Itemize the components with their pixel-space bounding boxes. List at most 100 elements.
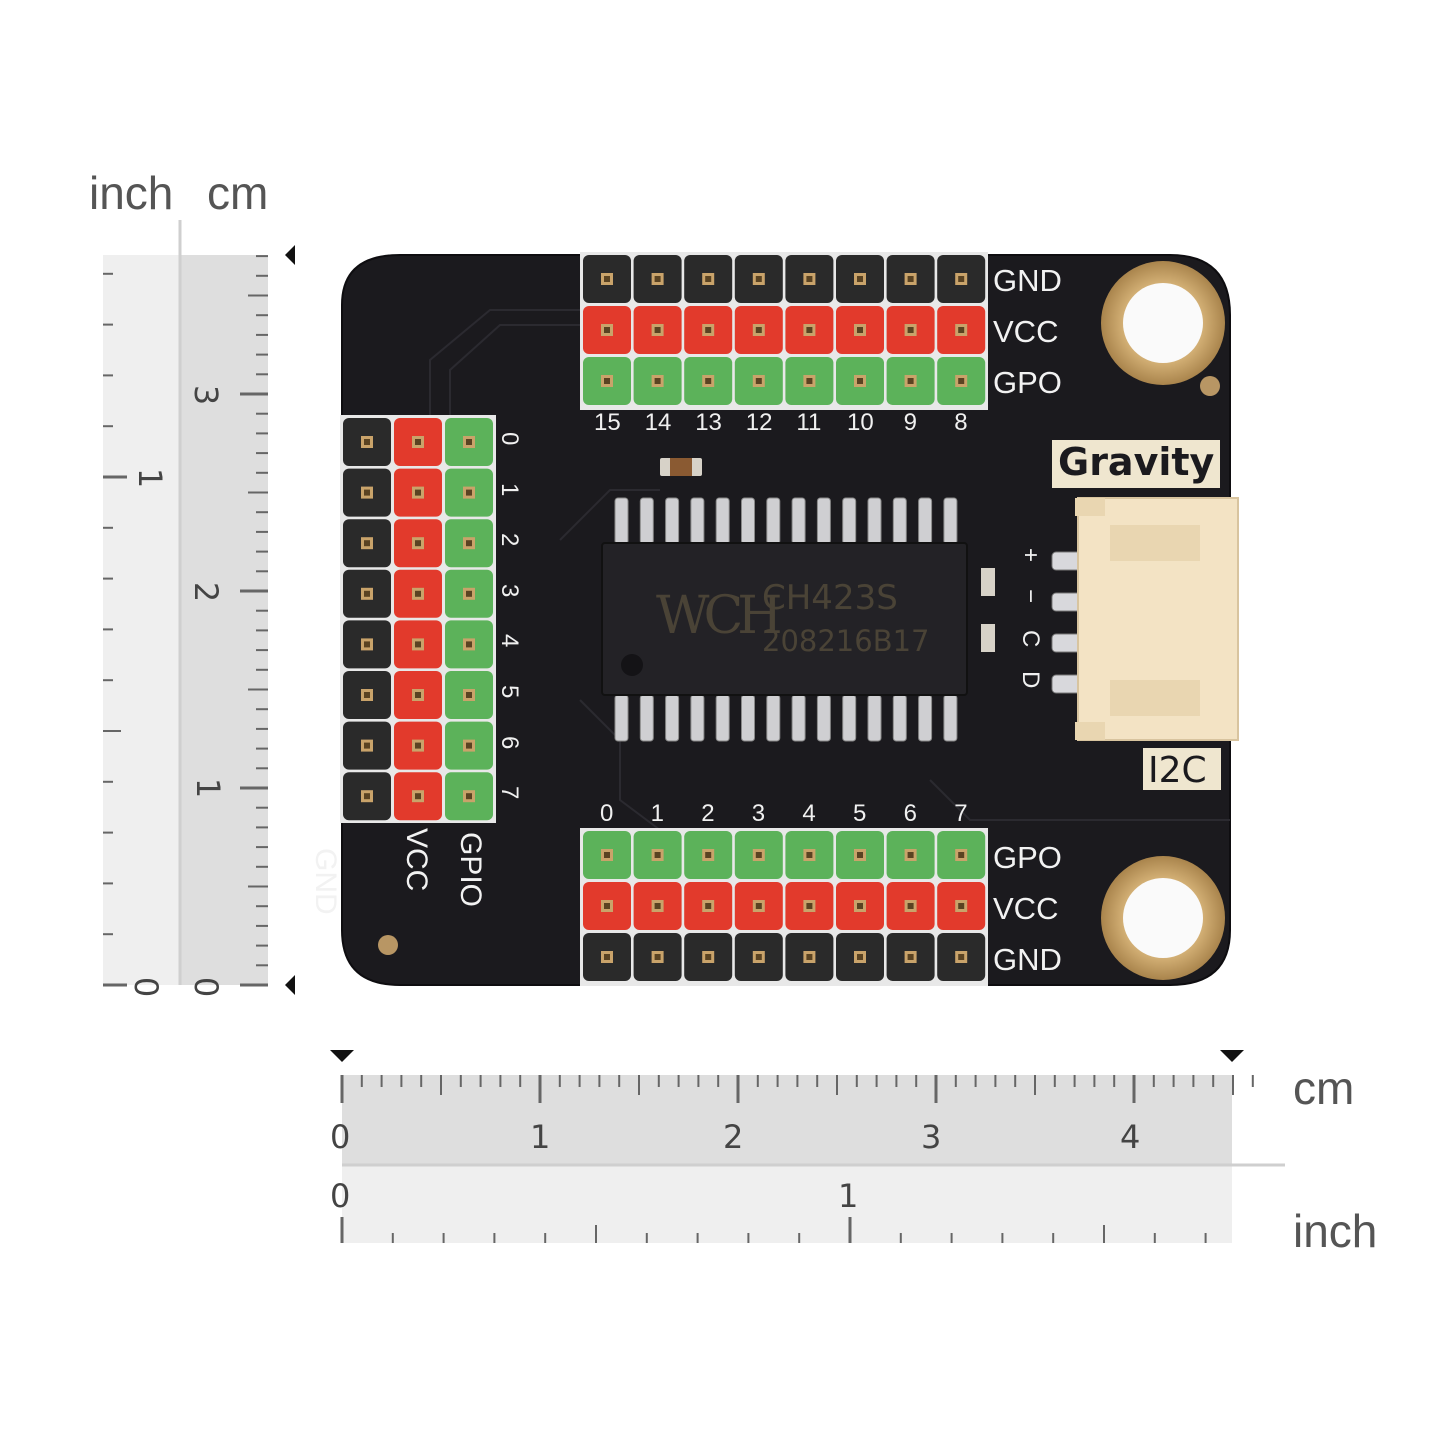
bottom-pin[interactable] [684, 882, 733, 930]
bottom-pin[interactable] [633, 831, 682, 879]
bottom-pin-number-1: 1 [650, 800, 664, 827]
bottom-pin[interactable] [937, 882, 986, 930]
top-pin[interactable] [734, 306, 783, 354]
left-pin-header[interactable] [340, 415, 496, 823]
left-pin[interactable] [394, 519, 442, 568]
top-pin[interactable] [886, 357, 935, 405]
top-pin[interactable] [684, 306, 733, 354]
i2c-connector[interactable] [1075, 497, 1239, 741]
bottom-pin[interactable] [684, 831, 733, 879]
bottom-pin[interactable] [886, 882, 935, 930]
left-pin-number-7: 7 [496, 786, 523, 800]
bottom-pin[interactable] [583, 933, 631, 981]
i2c-label: I2C [1148, 750, 1207, 791]
bottom-pin[interactable] [836, 933, 884, 981]
left-pin[interactable] [343, 468, 391, 517]
left-pin[interactable] [445, 671, 493, 719]
top-pin[interactable] [684, 255, 733, 303]
left-pin[interactable] [394, 468, 442, 517]
fiducial-bottom [378, 935, 398, 955]
horizontal-ruler-ticks [340, 1075, 1254, 1243]
top-pin[interactable] [633, 306, 682, 354]
connector-pin-label-+: + [1017, 548, 1044, 563]
left-pin-number-6: 6 [496, 735, 523, 749]
vertical-cm-tick-0: 0 [187, 976, 226, 998]
bottom-pin[interactable] [836, 882, 884, 930]
left-pin[interactable] [445, 772, 493, 821]
top-pin[interactable] [785, 306, 834, 354]
left-pin[interactable] [343, 519, 391, 568]
bottom-pin[interactable] [886, 933, 935, 981]
top-row-label-gnd: GND [993, 263, 1062, 298]
left-pin[interactable] [394, 569, 442, 618]
bottom-pin[interactable] [633, 882, 682, 930]
top-pin[interactable] [633, 255, 682, 303]
left-arrow-icon [330, 1050, 354, 1062]
left-pin[interactable] [394, 721, 442, 770]
left-pin[interactable] [445, 519, 493, 568]
top-pin[interactable] [684, 357, 733, 405]
left-pin[interactable] [394, 620, 442, 669]
top-pin[interactable] [937, 255, 986, 303]
bottom-pin[interactable] [937, 831, 986, 879]
bottom-pin[interactable] [886, 831, 935, 879]
bottom-pin-number-6: 6 [903, 800, 917, 827]
left-pin[interactable] [343, 569, 391, 618]
horizontal-ruler-cm-label: cm [1293, 1062, 1355, 1114]
bottom-row-label-vcc: VCC [993, 891, 1059, 926]
top-pin[interactable] [583, 255, 631, 303]
left-pin[interactable] [394, 418, 442, 466]
top-pin-header[interactable] [580, 252, 988, 410]
left-pin[interactable] [343, 620, 391, 669]
left-pin[interactable] [445, 418, 493, 466]
top-pin[interactable] [734, 357, 783, 405]
left-pin[interactable] [394, 671, 442, 719]
bottom-pin[interactable] [583, 882, 631, 930]
top-pin[interactable] [886, 306, 935, 354]
bottom-pin[interactable] [734, 933, 783, 981]
top-pin[interactable] [937, 357, 986, 405]
top-pin[interactable] [583, 357, 631, 405]
bottom-pin[interactable] [836, 831, 884, 879]
top-pin[interactable] [886, 255, 935, 303]
left-pin[interactable] [394, 772, 442, 821]
gravity-label-box [1052, 440, 1220, 488]
top-pin-number-13: 13 [695, 409, 722, 436]
chip-date-code: 208216B17 [762, 624, 930, 658]
bottom-pin[interactable] [583, 831, 631, 879]
top-pin[interactable] [836, 306, 884, 354]
bottom-pin[interactable] [734, 882, 783, 930]
vertical-cm-tick-2: 2 [187, 581, 226, 603]
top-pin[interactable] [785, 255, 834, 303]
top-pin[interactable] [836, 255, 884, 303]
top-pin[interactable] [734, 255, 783, 303]
horizontal-cm-tick-3: 3 [921, 1118, 942, 1156]
chip-part-number: CH423S [762, 578, 898, 618]
bottom-pin[interactable] [785, 933, 834, 981]
bottom-pin[interactable] [785, 831, 834, 879]
left-pin[interactable] [445, 721, 493, 770]
left-pin[interactable] [445, 468, 493, 517]
left-pin-number-0: 0 [496, 432, 523, 446]
left-pin[interactable] [445, 620, 493, 669]
top-pin[interactable] [937, 306, 986, 354]
bottom-pin[interactable] [785, 882, 834, 930]
bottom-pin[interactable] [684, 933, 733, 981]
left-pin[interactable] [343, 671, 391, 719]
left-pin[interactable] [343, 721, 391, 770]
top-pin[interactable] [583, 306, 631, 354]
bottom-pin[interactable] [734, 831, 783, 879]
top-pin[interactable] [785, 357, 834, 405]
top-pin[interactable] [633, 357, 682, 405]
bottom-pin[interactable] [937, 933, 986, 981]
left-pin[interactable] [343, 418, 391, 466]
left-pin[interactable] [343, 772, 391, 821]
top-pin-number-14: 14 [644, 409, 672, 436]
top-pin[interactable] [836, 357, 884, 405]
bottom-pin[interactable] [633, 933, 682, 981]
bottom-pin-header[interactable] [580, 828, 988, 986]
left-pin[interactable] [445, 569, 493, 618]
horizontal-ruler-body [330, 1050, 1285, 1243]
vertical-ruler-body [103, 220, 295, 995]
left-col-label-vcc: VCC [400, 828, 433, 892]
